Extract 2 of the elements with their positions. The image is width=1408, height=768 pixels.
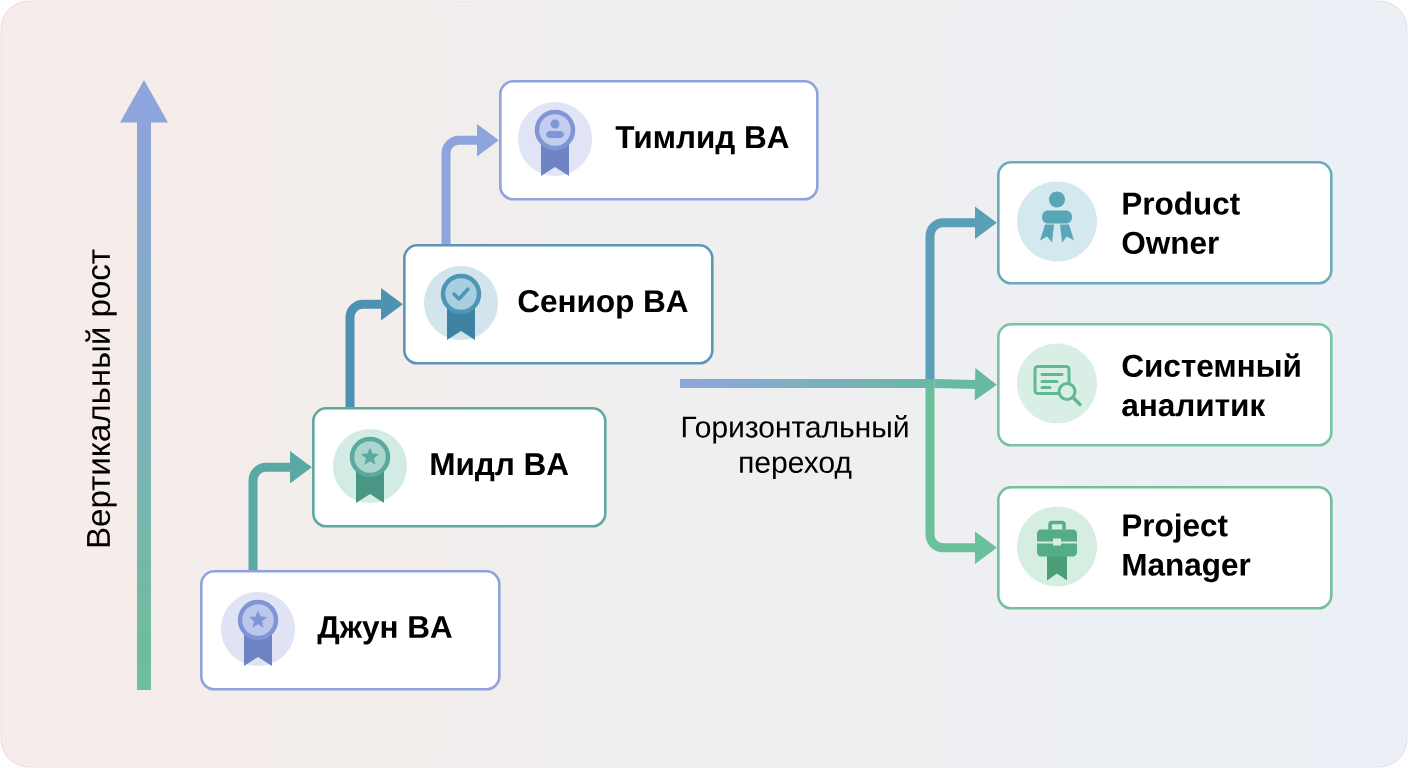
edge-label: Горизонтальный переход xyxy=(682,415,908,479)
arrow-label: Вертикальный рост xyxy=(85,249,117,547)
